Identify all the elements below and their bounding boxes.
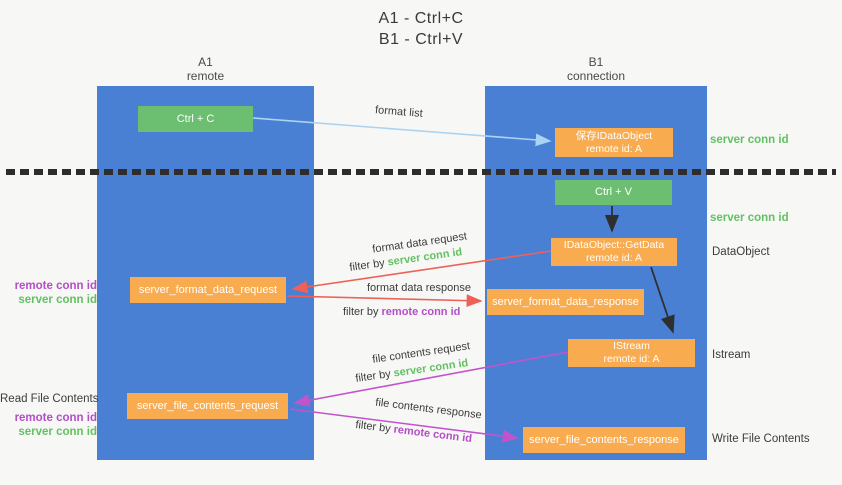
lane-a-header: A1 remote [97,55,314,83]
annotation-dataobject: DataObject [712,246,770,258]
label-format-list: format list [374,104,424,120]
node-idataobject-getdata: IDataObject::GetData remote id: A [551,238,677,266]
label-format-data-response-filter: filter by remote conn id [343,306,460,318]
node-server-file-contents-request: server_file_contents_request [127,393,288,419]
label-file-contents-response-filter: filter by remote conn id [355,419,473,445]
node-save-idataobject-line1: 保存IDataObject [575,129,653,142]
node-ctrl-v-label: Ctrl + V [595,186,632,198]
node-ctrl-c-label: Ctrl + C [176,112,215,125]
node-ctrl-c: Ctrl + C [138,106,253,132]
annotation-server-conn-id-top: server conn id [710,134,789,146]
node-server-format-data-request: server_format_data_request [130,277,286,303]
label-format-data-response-filter-prefix: filter by [343,306,382,318]
lane-b-name: B1 [588,55,604,69]
node-idataobject-getdata-line1: IDataObject::GetData [563,239,665,251]
node-istream-line2: remote id: A [603,353,660,365]
annotation-fmt-remote-conn-id: remote conn id [14,280,97,292]
format-data-response-arrow [286,294,483,308]
annotation-file-remote-conn-id: remote conn id [14,412,97,424]
label-file-contents-response-filter-prefix: filter by [354,418,395,436]
node-server-file-contents-response-label: server_file_contents_response [529,433,679,446]
annotation-write-file-contents: Write File Contents [712,433,810,445]
node-server-format-data-response: server_format_data_response [487,289,644,315]
node-save-idataobject: 保存IDataObject remote id: A [555,128,673,157]
node-ctrl-v: Ctrl + V [555,180,672,205]
node-istream: IStream remote id: A [568,339,695,367]
annotation-fmt-server-conn-id: server conn id [18,294,97,306]
lane-a-name: A1 [198,55,213,69]
label-file-contents-response: file contents response [374,396,483,422]
node-idataobject-getdata-line2: remote id: A [585,252,643,264]
title-line-2: B1 - Ctrl+V [378,31,464,48]
lane-a-subtitle: remote [186,69,225,83]
label-format-data-response: format data response [367,282,471,294]
annotation-istream: Istream [712,349,751,361]
node-server-file-contents-response: server_file_contents_response [523,427,685,453]
label-format-data-request-filter-prefix: filter by [348,256,389,274]
diagram-title: A1 - Ctrl+C B1 - Ctrl+V [0,8,842,50]
annotation-file-server-conn-id: server conn id [18,426,97,438]
node-server-file-contents-request-label: server_file_contents_request [136,399,279,412]
label-file-contents-request-filter-prefix: filter by [354,367,395,385]
annotation-read-file-contents: Read File Contents [0,393,99,405]
node-server-format-data-request-label: server_format_data_request [138,283,278,296]
lane-b-header: B1 connection [485,55,707,83]
dashed-separator [6,169,836,175]
annotation-server-conn-id-mid: server conn id [710,212,789,224]
title-line-1: A1 - Ctrl+C [378,10,464,27]
node-istream-line1: IStream [613,340,650,352]
label-file-contents-response-filter-key: remote conn id [392,423,473,446]
label-format-data-response-filter-key: remote conn id [381,306,461,318]
lane-b-subtitle: connection [566,69,626,83]
node-server-format-data-response-label: server_format_data_response [492,295,639,308]
node-save-idataobject-line2: remote id: A [585,142,643,155]
